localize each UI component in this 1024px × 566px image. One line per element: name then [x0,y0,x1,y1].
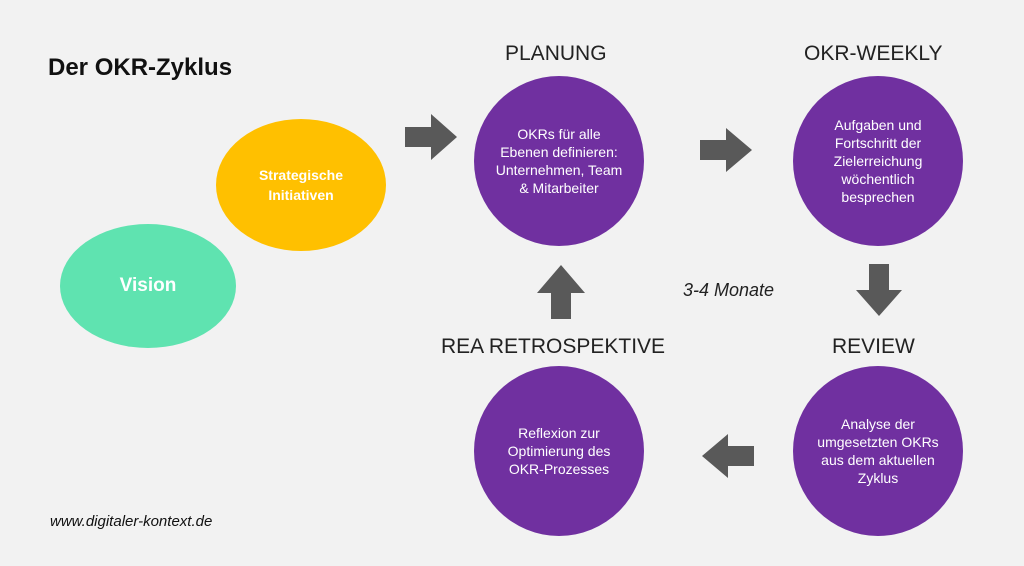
initiativen-label: Strategische Initiativen [258,167,344,203]
retro-text: Reflexion zur Optimierung des OKR-Prozes… [507,425,611,477]
retro-circle: Reflexion zur Optimierung des OKR-Prozes… [474,366,644,536]
planung-text: OKRs für alle Ebenen definieren: Unterne… [495,126,623,196]
stage-label-planung: PLANUNG [505,42,607,65]
cycle-duration: 3-4 Monate [683,280,775,300]
stage-label-review: REVIEW [832,335,915,358]
arrow-right-icon [405,114,457,160]
arrow-left-icon [702,434,754,478]
initiativen-ellipse: Strategische Initiativen [216,119,386,251]
diagram-title: Der OKR-Zyklus [48,54,233,81]
arrow-right-icon [700,128,752,172]
website-url: www.digitaler-kontext.de [50,513,213,530]
weekly-circle: Aufgaben und Fortschritt der Zielerreich… [793,76,963,246]
arrow-up-icon [537,265,585,319]
vision-label: Vision [119,275,177,296]
stage-label-weekly: OKR-WEEKLY [804,42,943,65]
planung-circle: OKRs für alle Ebenen definieren: Unterne… [474,76,644,246]
weekly-text: Aufgaben und Fortschritt der Zielerreich… [833,117,923,205]
stage-label-retro: REA RETROSPEKTIVE [441,335,666,358]
vision-ellipse: Vision [60,224,236,348]
review-text: Analyse der umgesetzten OKRs aus dem akt… [817,416,939,486]
arrow-down-icon [856,264,902,316]
review-circle: Analyse der umgesetzten OKRs aus dem akt… [793,366,963,536]
